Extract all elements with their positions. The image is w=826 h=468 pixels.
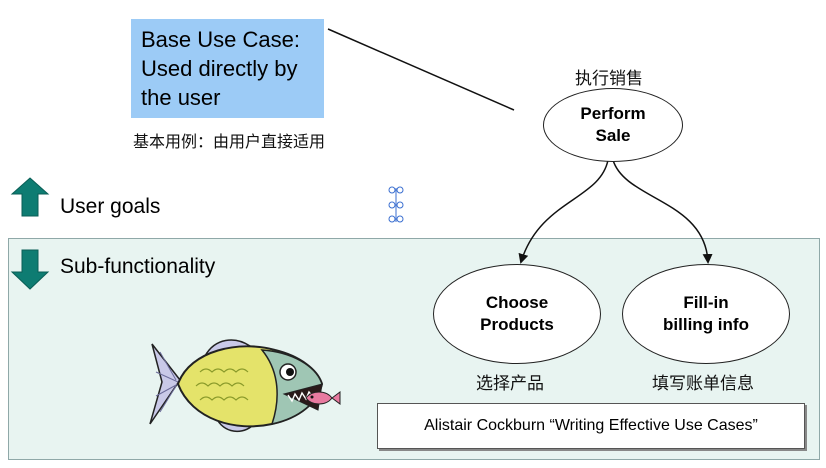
citation-box: Alistair Cockburn “Writing Effective Use… [377,403,805,449]
choose-products-line-2: Products [480,315,554,334]
up-arrow-icon [10,177,50,217]
citation-text: Alistair Cockburn “Writing Effective Use… [424,417,758,434]
choose-products-use-case: Choose Products [433,264,601,364]
base-use-case-callout: Base Use Case: Used directly by the user [131,19,324,118]
user-goals-label: User goals [60,195,161,218]
choose-products-cn-label: 选择产品 [476,374,544,394]
base-use-case-cn-note: 基本用例：由用户直接适用 [133,132,326,151]
arrow-to-choose-products [518,159,609,264]
fish-clipart-icon [149,339,341,433]
fill-in-billing-line-1: Fill-in [683,293,729,312]
sub-functionality-label: Sub-functionality [60,255,216,278]
callout-pointer-line [327,28,515,111]
perform-sale-line-2: Sale [595,126,631,145]
fill-in-billing-use-case: Fill-in billing info [622,264,790,364]
choose-products-line-1: Choose [485,293,549,312]
callout-line-2: Used directly by [141,56,298,81]
perform-sale-line-1: Perform [580,104,646,123]
callout-line-3: the user [141,85,221,110]
perform-sale-cn-label: 执行销售 [575,69,643,89]
arrow-to-fill-in-billing [612,159,713,264]
fill-in-billing-line-2: billing info [663,315,749,334]
fill-in-billing-cn-label: 填写账单信息 [652,374,754,394]
perform-sale-use-case: Perform Sale [543,88,683,162]
resize-handle-icon [388,186,404,223]
down-arrow-icon [10,249,50,290]
callout-line-1: Base Use Case: [141,27,300,52]
